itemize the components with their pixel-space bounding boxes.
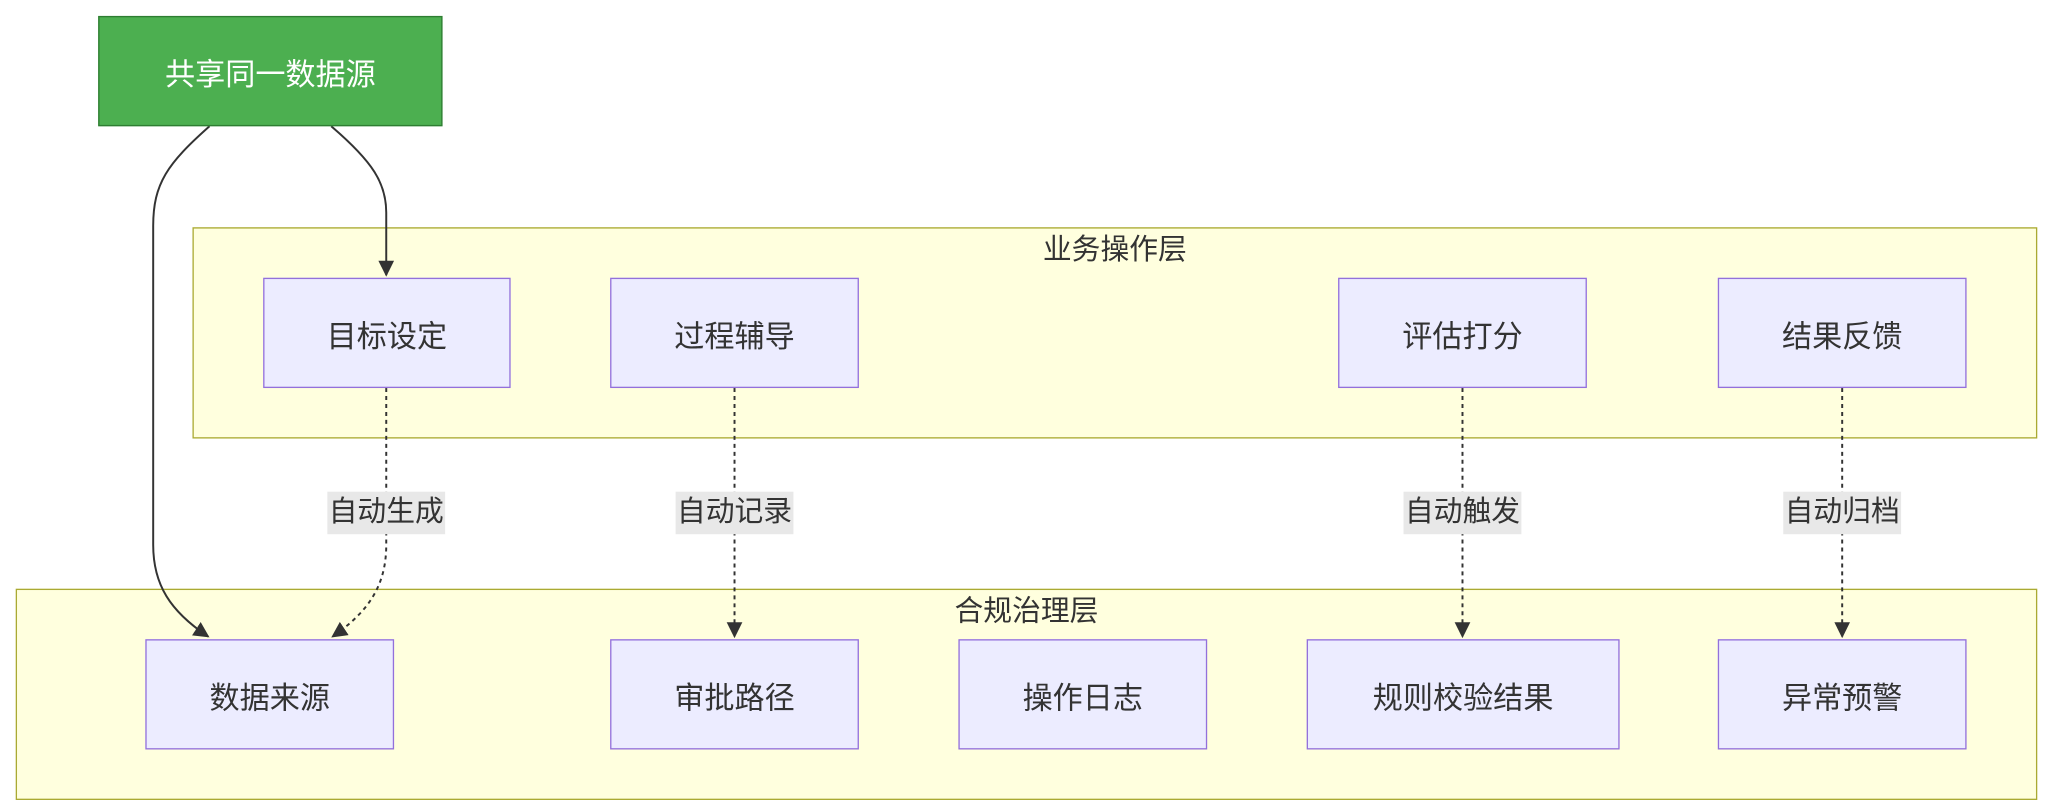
node-approval-path: 审批路径 [610, 639, 859, 750]
shared-data-source-node: 共享同一数据源 [98, 15, 443, 127]
edge-source-to-goal [330, 125, 395, 277]
node-process-coaching: 过程辅导 [610, 277, 859, 389]
edge-label-auto-trigger: 自动触发 [1403, 491, 1522, 535]
node-goal-setting-label: 目标设定 [326, 319, 448, 355]
edge-label-auto-archive: 自动归档 [1783, 491, 1902, 535]
node-approval-path-label: 审批路径 [674, 681, 795, 716]
edge-source-to-data-origin [152, 125, 211, 638]
edge-label-auto-generate: 自动生成 [327, 491, 446, 535]
node-operation-log-label: 操作日志 [1022, 681, 1144, 716]
node-rule-check-result: 规则校验结果 [1306, 639, 1620, 750]
node-result-feedback-label: 结果反馈 [1781, 319, 1903, 355]
node-rule-check-result-label: 规则校验结果 [1372, 681, 1554, 716]
node-goal-setting: 目标设定 [263, 277, 511, 389]
node-anomaly-alert: 异常预警 [1717, 639, 1967, 750]
compliance-layer-title: 合规治理层 [954, 595, 1099, 629]
node-anomaly-alert-label: 异常预警 [1781, 681, 1903, 716]
edge-goal-to-data-origin [331, 388, 388, 638]
node-data-origin-label: 数据来源 [209, 681, 330, 716]
business-layer-title: 业务操作层 [1042, 233, 1187, 268]
node-process-coaching-label: 过程辅导 [674, 319, 795, 355]
node-evaluation-scoring: 评估打分 [1338, 277, 1587, 389]
node-operation-log: 操作日志 [958, 639, 1208, 750]
node-result-feedback: 结果反馈 [1717, 277, 1967, 389]
edge-label-auto-record: 自动记录 [675, 491, 794, 535]
node-data-origin: 数据来源 [145, 639, 395, 750]
node-evaluation-scoring-label: 评估打分 [1402, 319, 1523, 355]
shared-data-source-label: 共享同一数据源 [164, 57, 376, 93]
